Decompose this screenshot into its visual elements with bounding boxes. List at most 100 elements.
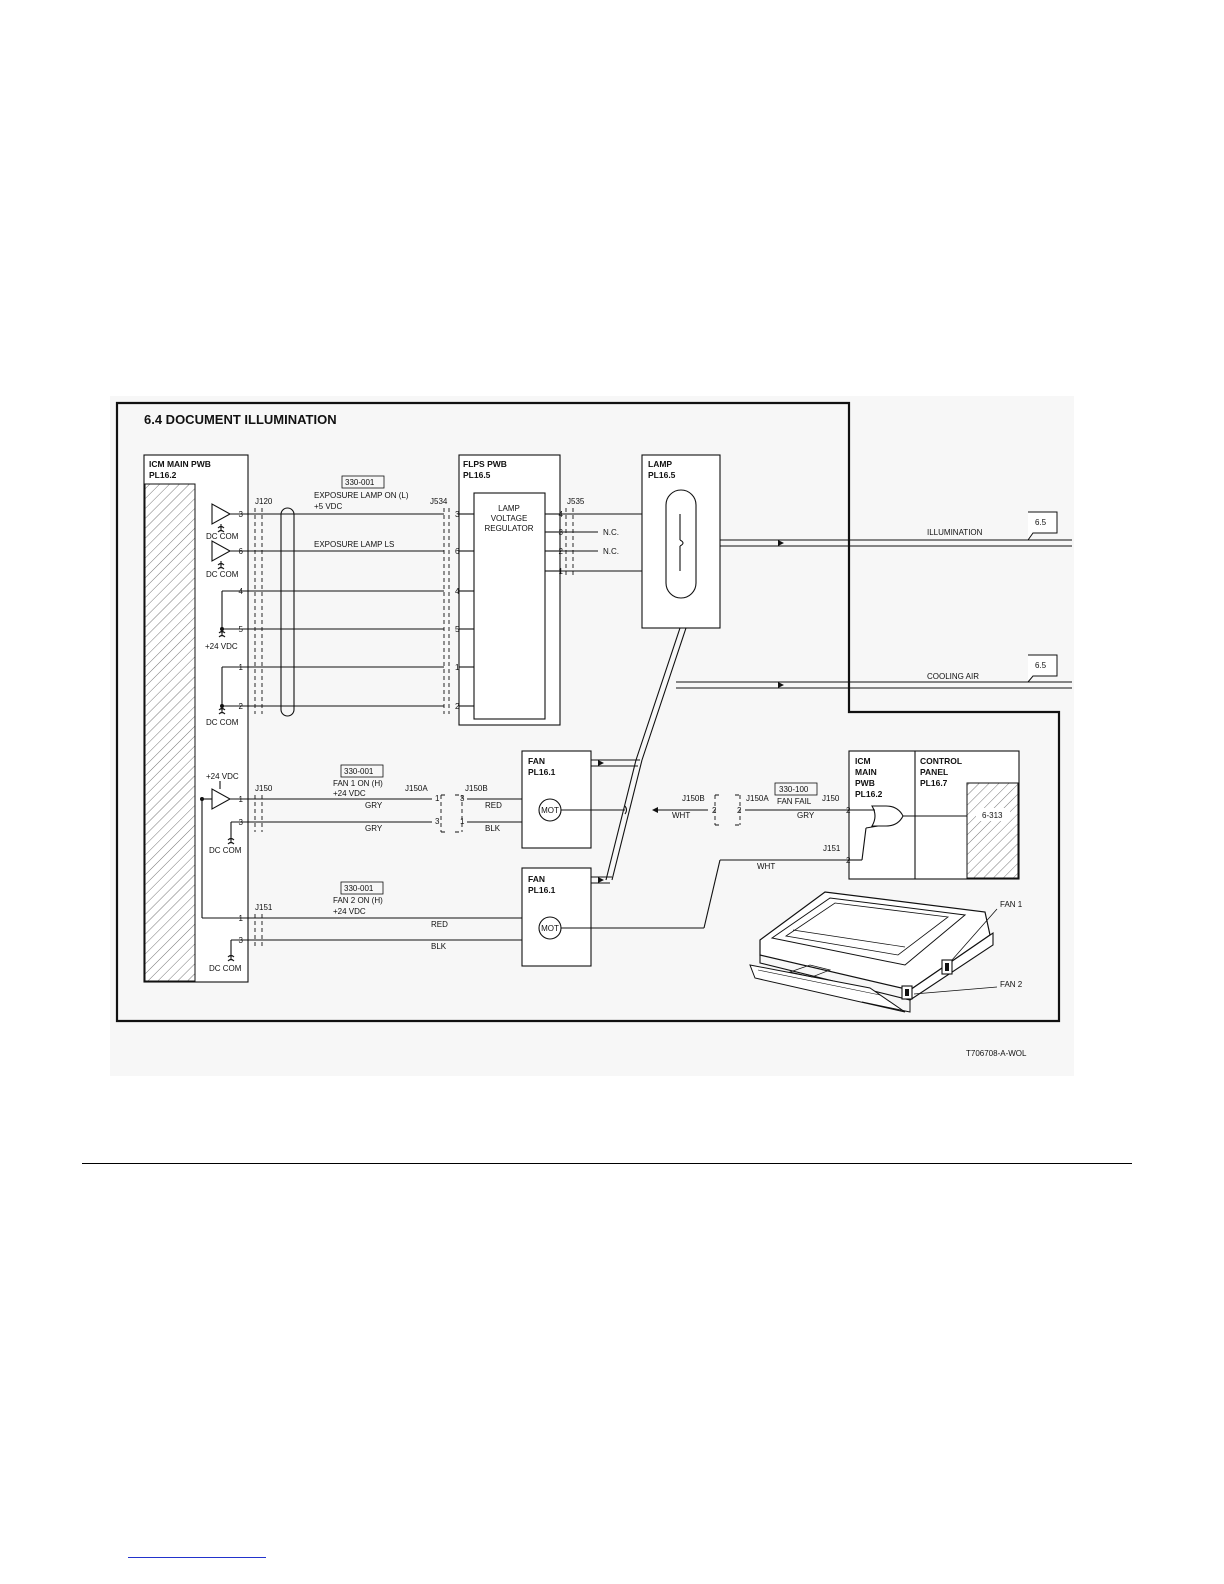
- connector-j150b-right: J150B: [682, 794, 705, 803]
- pin-label: 2: [239, 702, 244, 711]
- pin-label: 3: [455, 510, 460, 519]
- pin-label: 2: [846, 806, 851, 815]
- plus24-label-1: +24 VDC: [205, 642, 238, 651]
- page-divider: [82, 1163, 1132, 1164]
- signal-fan2-on: FAN 2 ON (H): [333, 896, 383, 905]
- lvr-line1: LAMP: [498, 504, 520, 513]
- pin-label: 5: [239, 625, 244, 634]
- pin-label: 3: [460, 794, 465, 803]
- dc-com-label-4: DC COM: [209, 846, 242, 855]
- wire-wht-1: WHT: [672, 811, 690, 820]
- lamp-tube-icon: [665, 489, 697, 599]
- pin-label: 5: [455, 625, 460, 634]
- plus24-label-2: +24 VDC: [206, 772, 239, 781]
- nc-label-1: N.C.: [603, 528, 619, 537]
- dc-com-label-2: DC COM: [206, 570, 239, 579]
- or-gate-icon: [871, 805, 904, 827]
- connector-j120: J120: [255, 497, 273, 506]
- flps-part: PL16.5: [463, 470, 491, 480]
- icm-small-line4: PL16.2: [855, 789, 883, 799]
- pin-label: 4: [239, 587, 244, 596]
- signal-fan-fail: FAN FAIL: [777, 797, 812, 806]
- buffer-icon-lamp-on: [211, 503, 232, 525]
- mot-label-2: MOT: [541, 924, 559, 933]
- signal-lamp-ls: EXPOSURE LAMP LS: [314, 540, 394, 549]
- ground-icon: [217, 524, 225, 533]
- pin-label: 2: [455, 702, 460, 711]
- pin-label: 2: [737, 806, 742, 815]
- footer-link-underline: [128, 1557, 266, 1558]
- wire-gry-2: GRY: [365, 824, 383, 833]
- connector-j150b: J150B: [465, 784, 488, 793]
- connector-j151-right: J151: [823, 844, 841, 853]
- wire-blk-2: BLK: [431, 942, 447, 951]
- fan2-box: [521, 867, 592, 967]
- signal-fan1-on: FAN 1 ON (H): [333, 779, 383, 788]
- pin-label: 1: [239, 914, 244, 923]
- fan2-title: FAN: [528, 874, 545, 884]
- connector-j150-right: J150: [822, 794, 840, 803]
- wire-gry-1: GRY: [365, 801, 383, 810]
- pin-label: 3: [239, 818, 244, 827]
- wire-red-2: RED: [431, 920, 448, 929]
- pin-label: 1: [435, 794, 440, 803]
- lamp-title: LAMP: [648, 459, 672, 469]
- pin-label: 3: [239, 510, 244, 519]
- signal-fan2-v: +24 VDC: [333, 907, 366, 916]
- signal-code-fan2: 330-001: [344, 884, 374, 893]
- ref-cooling: 6.5: [1035, 661, 1047, 670]
- connector-j534: J534: [430, 497, 448, 506]
- ref-flag-illumination: [1027, 511, 1058, 541]
- lamp-voltage-regulator-box: [473, 492, 546, 720]
- wire-wht-2: WHT: [757, 862, 775, 871]
- control-panel-ref: 6-313: [982, 811, 1003, 820]
- machine-fan2-label: FAN 2: [1000, 980, 1023, 989]
- footer-code: T706708-A-WOL: [966, 1049, 1027, 1058]
- lvr-line3: REGULATOR: [484, 524, 533, 533]
- lamp-box: [641, 454, 721, 629]
- dc-com-label-3: DC COM: [206, 718, 239, 727]
- wire-gry-3: GRY: [797, 811, 815, 820]
- wire-blk-1: BLK: [485, 824, 501, 833]
- diagram-title: 6.4 DOCUMENT ILLUMINATION: [144, 412, 337, 427]
- connector-j150a-right: J150A: [746, 794, 769, 803]
- connector-j535: J535: [567, 497, 585, 506]
- shielded-cable: [280, 507, 295, 717]
- signal-code-lamp: 330-001: [345, 478, 375, 487]
- pin-label: 6: [239, 547, 244, 556]
- control-panel-line3: PL16.7: [920, 778, 948, 788]
- pin-label: 3: [435, 817, 440, 826]
- icm-main-title: ICM MAIN PWB: [149, 459, 211, 469]
- fan1-box: [521, 750, 592, 849]
- signal-fan1-v: +24 VDC: [333, 789, 366, 798]
- signal-code-fail: 330-100: [779, 785, 809, 794]
- signal-lamp-v: +5 VDC: [314, 502, 342, 511]
- control-panel-line2: PANEL: [920, 767, 948, 777]
- dc-com-label-5: DC COM: [209, 964, 242, 973]
- ref-illumination: 6.5: [1035, 518, 1047, 527]
- pin-label: 1: [460, 817, 465, 826]
- pin-label: 4: [455, 587, 460, 596]
- wire-red-1: RED: [485, 801, 502, 810]
- lamp-part: PL16.5: [648, 470, 676, 480]
- nc-label-2: N.C.: [603, 547, 619, 556]
- mot-label-1: MOT: [541, 806, 559, 815]
- pin-label: 2: [712, 806, 717, 815]
- fan1-part: PL16.1: [528, 767, 556, 777]
- machine-illustration-icon: [749, 891, 998, 1013]
- control-panel-hatched-area: [966, 782, 1019, 879]
- pin-label: 1: [239, 663, 244, 672]
- pin-label: 6: [455, 547, 460, 556]
- icm-main-hatched-area: [144, 483, 196, 982]
- icm-small-line1: ICM: [855, 756, 871, 766]
- ref-flag-cooling: [1027, 654, 1058, 683]
- flps-title: FLPS PWB: [463, 459, 507, 469]
- dc-com-label-1: DC COM: [206, 532, 239, 541]
- pin-label: 1: [455, 663, 460, 672]
- icm-small-line2: MAIN: [855, 767, 877, 777]
- pin-label: 3: [239, 936, 244, 945]
- signal-code-fan1: 330-001: [344, 767, 374, 776]
- cooling-air-label: COOLING AIR: [927, 672, 979, 681]
- icm-small-line3: PWB: [855, 778, 875, 788]
